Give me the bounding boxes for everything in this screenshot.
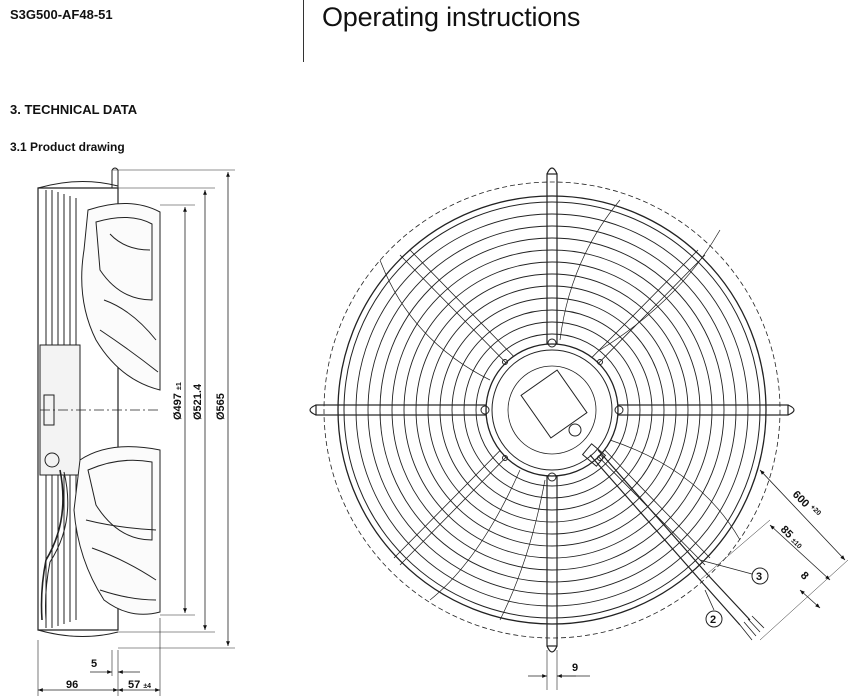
dim-9: 9 [572,662,578,674]
dim-600: 600 +20 [790,489,822,521]
dim-8: 8 [798,570,811,583]
dim-d497: Ø497 ±1 [172,382,184,420]
dim-85: 85 ±10 [778,524,806,552]
dim-d565: Ø565 [215,393,227,420]
subsection-heading: 3.1 Product drawing [10,140,125,154]
callout-2: 2 [710,614,716,626]
dim-5: 5 [91,658,97,670]
document-title: Operating instructions [322,2,581,32]
model-number: S3G500-AF48-51 [10,7,113,22]
dim-57: 57 ±4 [128,679,151,691]
dim-96: 96 [66,679,78,691]
section-heading: 3. TECHNICAL DATA [10,102,138,117]
side-view [37,167,235,696]
front-view [309,167,849,690]
dim-d521: Ø521.4 [192,383,204,420]
header-divider [303,0,304,62]
callout-3: 3 [756,571,762,583]
